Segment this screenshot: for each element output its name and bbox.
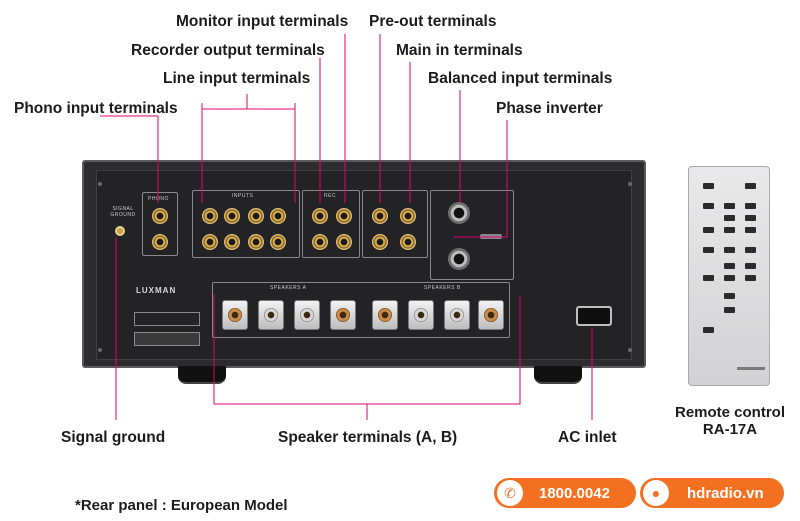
speaker-b-left-negative[interactable] [444, 300, 470, 330]
remote-button [703, 227, 714, 233]
callout-speaker-terminals: Speaker terminals (A, B) [278, 429, 458, 446]
callout-recorder-output: Recorder output terminals [131, 42, 325, 59]
phono-group [142, 192, 178, 256]
mainin-jack-left[interactable] [400, 208, 416, 224]
speaker-b-right-negative[interactable] [408, 300, 434, 330]
rec-label: REC [324, 193, 337, 199]
callout-pre-out: Pre-out terminals [369, 13, 497, 30]
phone-number: 1800.0042 [539, 484, 610, 502]
screw [628, 182, 632, 186]
caution-plate [134, 332, 200, 346]
speaker-b-left-positive[interactable] [478, 300, 504, 330]
globe-icon: ● [643, 480, 669, 506]
callout-balanced-input: Balanced input terminals [428, 70, 613, 87]
callout-ac-inlet: AC inlet [558, 429, 617, 446]
remote-caption: Remote control RA-17A [668, 404, 792, 438]
website-badge[interactable]: ● hdradio.vn [640, 478, 784, 508]
line1-jack-right[interactable] [224, 208, 240, 224]
remote-button [745, 227, 756, 233]
callout-monitor-input: Monitor input terminals [176, 13, 349, 30]
phase-inverter-switch[interactable] [480, 234, 502, 239]
preout-jack-right[interactable] [372, 234, 388, 250]
signal-ground-label: SIGNAL GROUND [110, 206, 136, 218]
line1-jack-left[interactable] [202, 208, 218, 224]
remote-button [724, 275, 735, 281]
remote-caption-line2: RA-17A [702, 421, 758, 438]
line2-jack-right[interactable] [270, 208, 286, 224]
remote-control-image [688, 166, 770, 386]
remote-button-meter [745, 183, 756, 189]
remote-button [745, 263, 756, 269]
balanced-xlr-left[interactable] [448, 202, 470, 224]
callout-phase-inverter: Phase inverter [496, 100, 603, 117]
preout-jack-left[interactable] [372, 208, 388, 224]
remote-button [703, 275, 714, 281]
balanced-xlr-right[interactable] [448, 248, 470, 270]
phone-badge[interactable]: ✆ 1800.0042 [494, 478, 636, 508]
remote-caption-line1: Remote control [674, 404, 785, 421]
callout-signal-ground: Signal ground [61, 429, 166, 446]
amplifier-rear-panel: SIGNAL GROUND PHONO INPUTS REC LUXMAN SP… [82, 160, 646, 368]
signal-ground-terminal[interactable] [115, 226, 125, 236]
amp-foot-left [178, 366, 226, 384]
speaker-b-right-positive[interactable] [372, 300, 398, 330]
speaker-a-left-positive[interactable] [330, 300, 356, 330]
screw [628, 348, 632, 352]
remote-button [724, 247, 735, 253]
brand-logo: LUXMAN [136, 286, 177, 295]
rec-out-jack-right[interactable] [312, 234, 328, 250]
line3-jack-left[interactable] [202, 234, 218, 250]
callout-main-in: Main in terminals [396, 42, 523, 59]
remote-button [745, 247, 756, 253]
speaker-a-left-negative[interactable] [294, 300, 320, 330]
remote-button [724, 227, 735, 233]
remote-button-mute [703, 327, 714, 333]
inputs-group [192, 190, 300, 258]
website-url: hdradio.vn [687, 484, 764, 502]
remote-button-operation [703, 183, 714, 189]
remote-button [745, 203, 756, 209]
amp-foot-right [534, 366, 582, 384]
preout-mainin-group [362, 190, 428, 258]
remote-button-volume-down [724, 307, 735, 313]
ac-inlet-socket[interactable] [576, 306, 612, 326]
monitor-jack-left[interactable] [336, 208, 352, 224]
mainin-jack-right[interactable] [400, 234, 416, 250]
remote-button [745, 215, 756, 221]
rec-group [302, 190, 360, 258]
remote-button [724, 203, 735, 209]
monitor-jack-right[interactable] [336, 234, 352, 250]
phono-label: PHONO [148, 196, 169, 202]
phone-icon: ✆ [497, 480, 523, 506]
speaker-a-right-positive[interactable] [222, 300, 248, 330]
inputs-label: INPUTS [232, 193, 254, 199]
line4-jack-right[interactable] [270, 234, 286, 250]
spec-plate [134, 312, 200, 326]
speaker-a-right-negative[interactable] [258, 300, 284, 330]
screw [98, 182, 102, 186]
phono-jack-right[interactable] [152, 234, 168, 250]
rec-out-jack-left[interactable] [312, 208, 328, 224]
callout-line-input: Line input terminals [163, 70, 311, 87]
callout-phono-input: Phono input terminals [14, 100, 178, 117]
remote-logo-mark [737, 367, 765, 370]
footnote: *Rear panel : European Model [75, 497, 288, 514]
remote-button [724, 215, 735, 221]
line4-jack-left[interactable] [248, 234, 264, 250]
remote-button [703, 203, 714, 209]
screw [98, 348, 102, 352]
remote-button [703, 247, 714, 253]
remote-button-volume-up [724, 293, 735, 299]
remote-button [724, 263, 735, 269]
phono-jack-left[interactable] [152, 208, 168, 224]
speakers-a-label: SPEAKERS A [270, 285, 307, 291]
line3-jack-right[interactable] [224, 234, 240, 250]
line2-jack-left[interactable] [248, 208, 264, 224]
remote-button [745, 275, 756, 281]
speakers-b-label: SPEAKERS B [424, 285, 461, 291]
